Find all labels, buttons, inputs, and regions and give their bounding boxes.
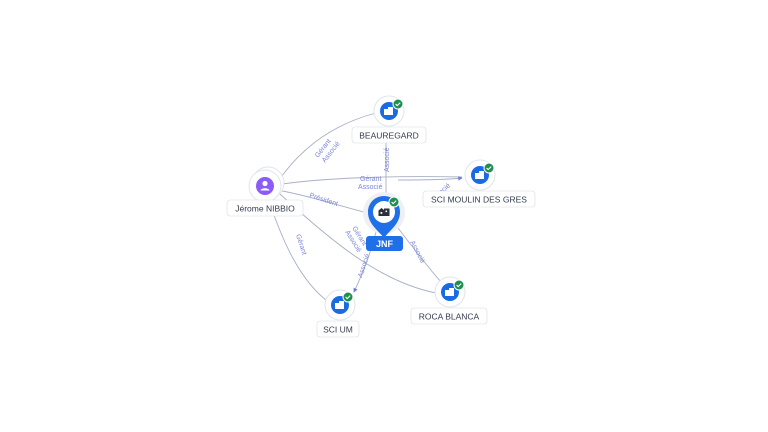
company-label: ROCA BLANCA bbox=[419, 312, 480, 322]
person-node[interactable]: Jérome NIBBIO bbox=[226, 166, 304, 217]
company-icon bbox=[378, 208, 390, 216]
edge-label: Président bbox=[308, 192, 338, 208]
company-label: BEAUREGARD bbox=[359, 131, 419, 141]
company-node-roca-blanca[interactable]: ROCA BLANCA bbox=[410, 276, 488, 325]
edge-person-moulin bbox=[281, 176, 463, 185]
edge-center-moulin bbox=[397, 176, 463, 181]
edge-label: Associé bbox=[384, 147, 391, 172]
center-label: JNF bbox=[376, 239, 394, 249]
company-label: SCI MOULIN DES GRES bbox=[431, 195, 527, 205]
edge-label: Gérant bbox=[294, 233, 307, 256]
edge-center-roca bbox=[397, 227, 443, 284]
company-label: SCI UM bbox=[323, 325, 353, 335]
edge-person-beauregard bbox=[278, 112, 377, 181]
edge-label: Gérant bbox=[360, 176, 381, 183]
company-node-beauregard[interactable]: BEAUREGARD bbox=[351, 95, 427, 144]
verified-check-icon bbox=[392, 98, 404, 110]
company-node-moulin[interactable]: SCI MOULIN DES GRES bbox=[422, 159, 536, 208]
verified-check-icon bbox=[388, 196, 400, 208]
verified-check-icon bbox=[453, 279, 465, 291]
center-label-tag bbox=[366, 236, 403, 251]
verified-check-icon bbox=[342, 291, 354, 303]
center-company-node[interactable]: JNF bbox=[363, 192, 405, 251]
verified-check-icon bbox=[483, 162, 495, 174]
person-label: Jérome NIBBIO bbox=[235, 204, 295, 214]
edge-label: Associé bbox=[408, 240, 426, 265]
edge-person-center bbox=[281, 190, 365, 213]
edge-label: Associé bbox=[358, 184, 383, 191]
company-node-sci-um[interactable]: SCI UM bbox=[316, 289, 360, 338]
